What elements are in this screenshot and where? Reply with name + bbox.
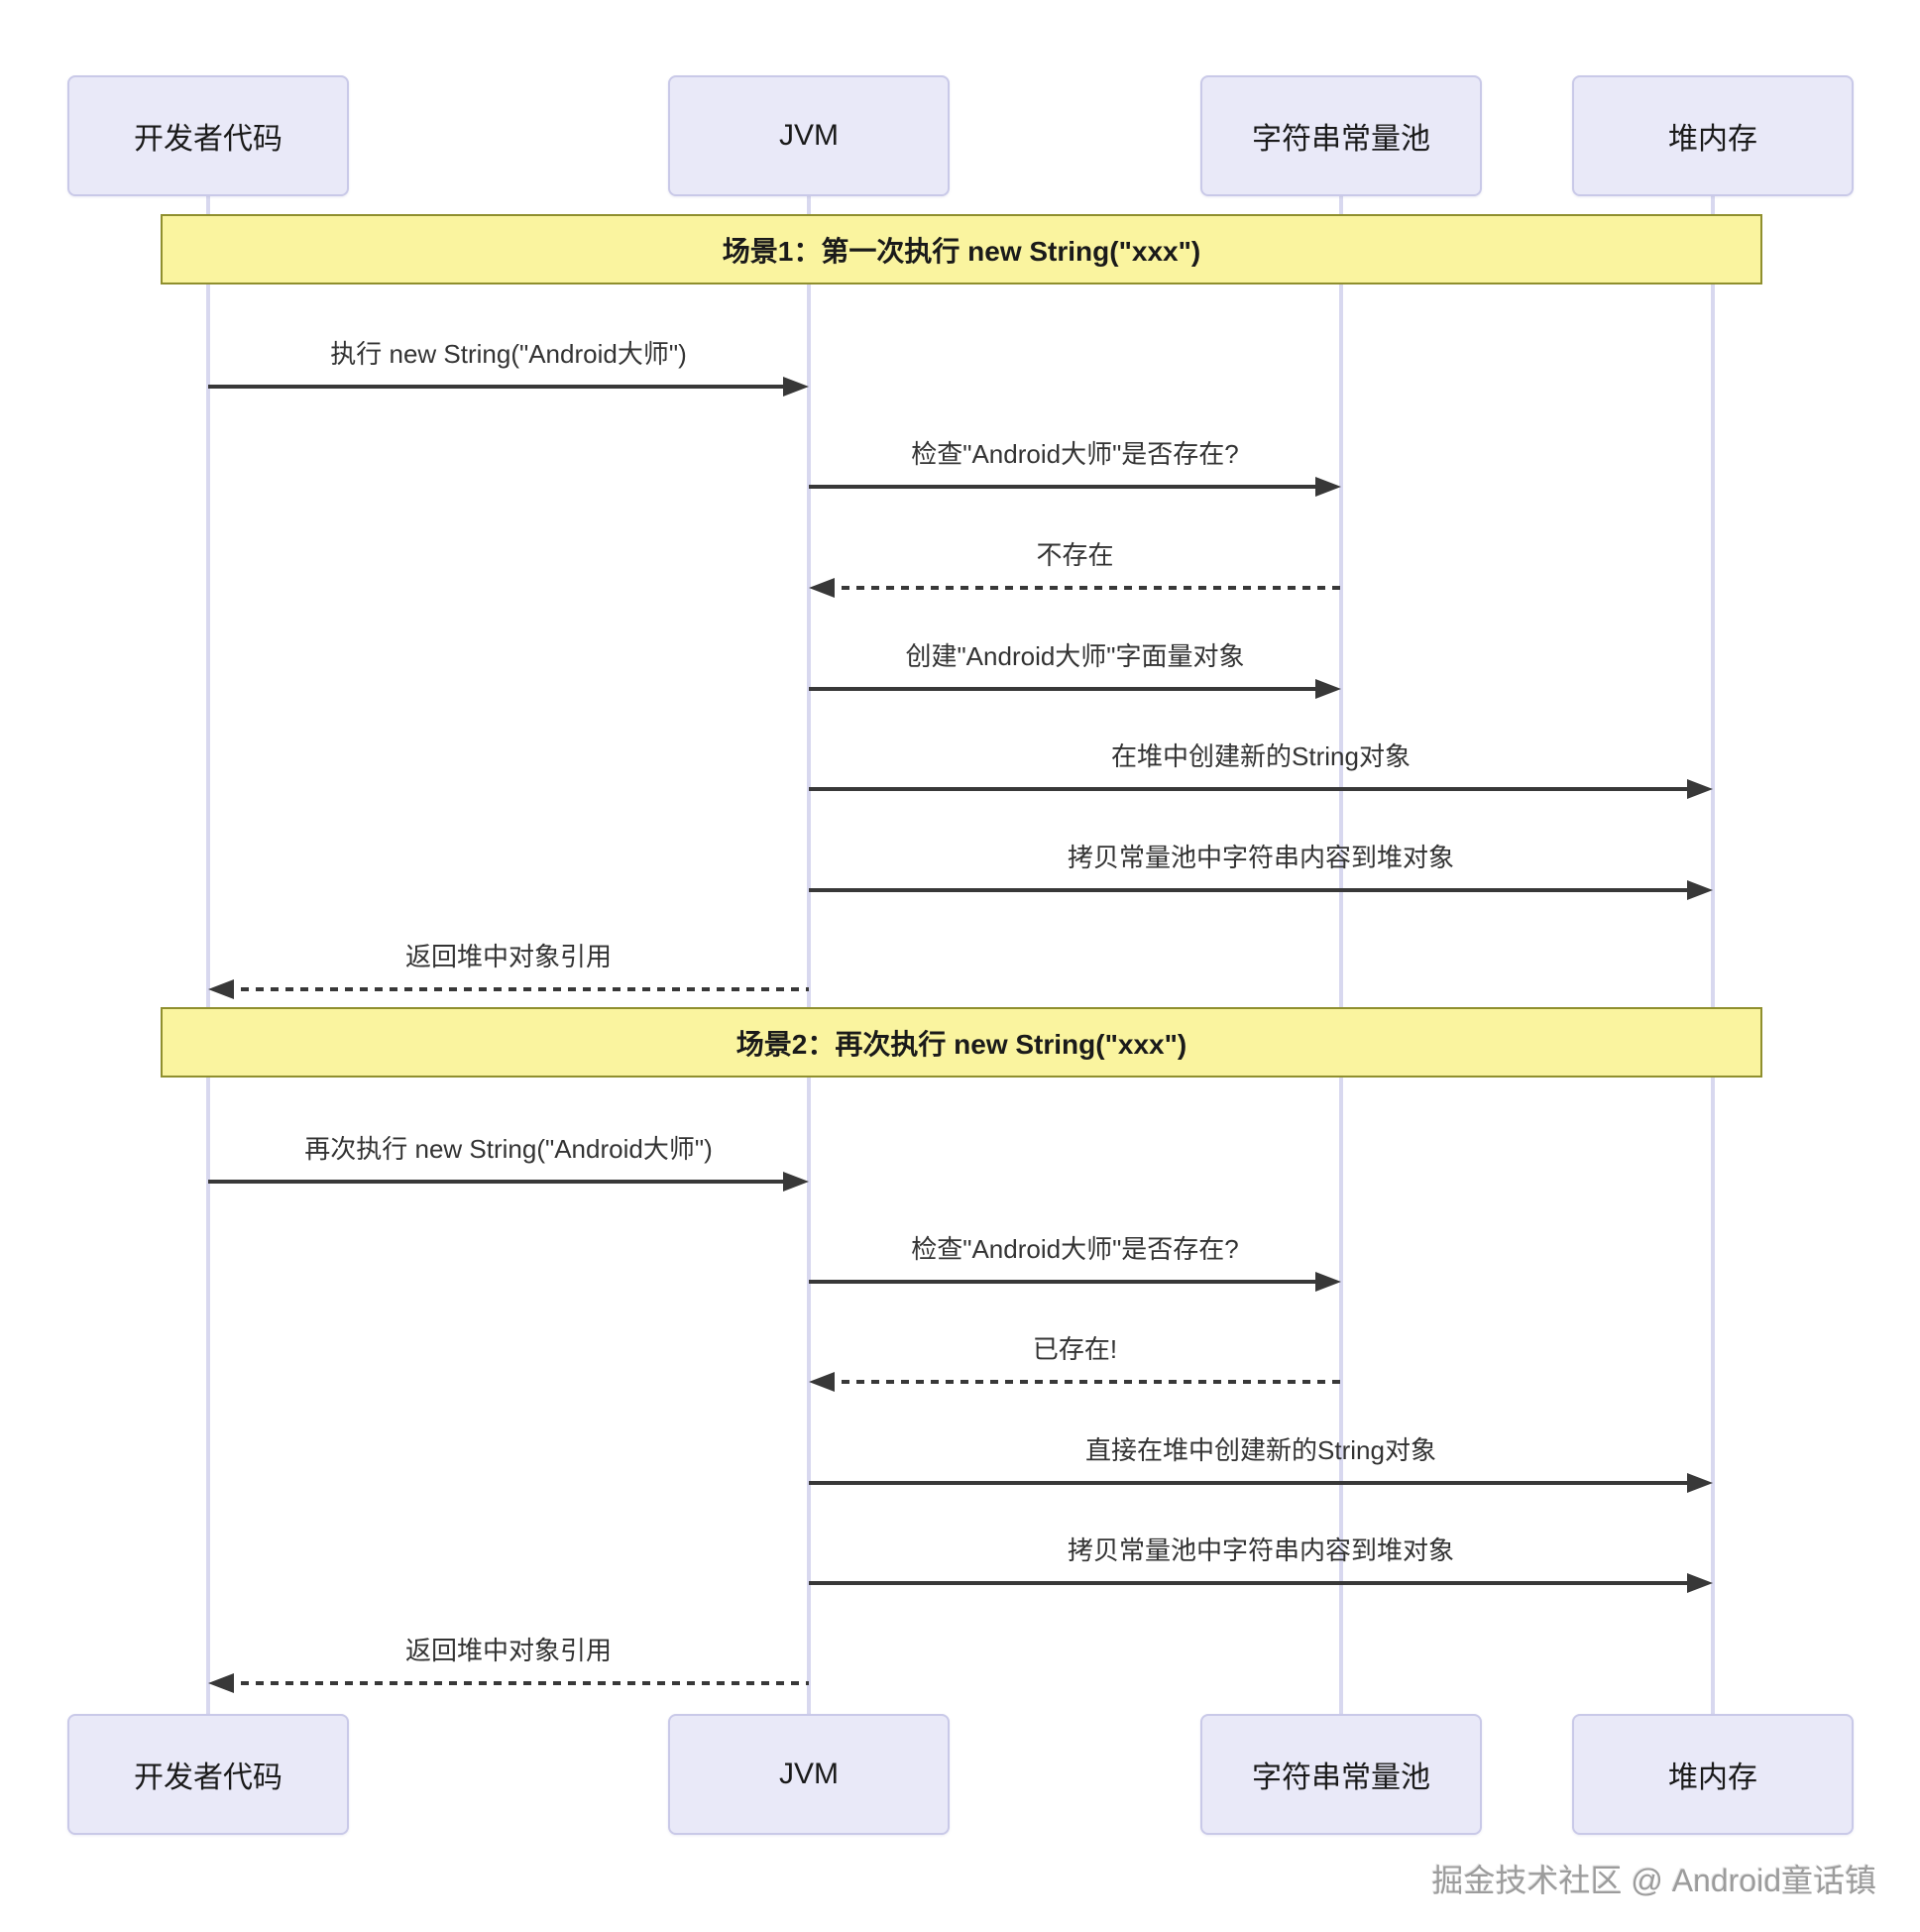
message-8-arrow xyxy=(208,1180,791,1184)
actor-top-string-pool: 字符串常量池 xyxy=(1200,75,1482,196)
arrowhead-left-icon xyxy=(208,1673,234,1693)
arrowhead-left-icon xyxy=(809,1372,835,1392)
actor-label: JVM xyxy=(779,1758,839,1790)
message-12-arrow xyxy=(809,1581,1695,1585)
scenario-title: 场景1：第一次执行 new String("xxx") xyxy=(722,235,1201,267)
message-2-arrow xyxy=(809,485,1323,489)
message-2-label: 检查"Android大师"是否存在? xyxy=(911,439,1239,469)
arrowhead-right-icon xyxy=(783,377,809,397)
arrowhead-left-icon xyxy=(809,578,835,598)
actor-label: 堆内存 xyxy=(1668,123,1757,156)
message-3-label: 不存在 xyxy=(1036,540,1114,570)
actor-label: 堆内存 xyxy=(1668,1762,1757,1794)
actor-top-developer-code: 开发者代码 xyxy=(67,75,349,196)
message-13-label: 返回堆中对象引用 xyxy=(404,1636,612,1665)
actor-label: JVM xyxy=(779,119,839,152)
message-12-label: 拷贝常量池中字符串内容到堆对象 xyxy=(1067,1535,1454,1565)
message-11-label: 直接在堆中创建新的String对象 xyxy=(1085,1435,1436,1465)
lifeline-developer-code xyxy=(206,194,210,1716)
message-6-label: 拷贝常量池中字符串内容到堆对象 xyxy=(1067,843,1454,872)
actor-top-heap: 堆内存 xyxy=(1572,75,1854,196)
lifeline-jvm xyxy=(807,194,811,1716)
scenario-band-1: 场景1：第一次执行 new String("xxx") xyxy=(161,214,1762,284)
lifeline-string-pool xyxy=(1339,194,1343,1716)
actor-bottom-jvm: JVM xyxy=(668,1714,950,1835)
message-10-label: 已存在! xyxy=(1032,1334,1118,1364)
message-3-arrow xyxy=(827,586,1341,590)
message-5-label: 在堆中创建新的String对象 xyxy=(1111,741,1411,771)
actor-bottom-developer-code: 开发者代码 xyxy=(67,1714,349,1835)
message-1-label: 执行 new String("Android大师") xyxy=(330,339,687,369)
message-7-arrow xyxy=(226,987,809,991)
arrowhead-right-icon xyxy=(1315,477,1341,497)
scenario-title: 场景2：再次执行 new String("xxx") xyxy=(735,1028,1187,1060)
message-6-arrow xyxy=(809,888,1695,892)
arrowhead-right-icon xyxy=(1687,1473,1713,1493)
message-9-arrow xyxy=(809,1280,1323,1284)
message-4-label: 创建"Android大师"字面量对象 xyxy=(905,641,1245,671)
message-13-arrow xyxy=(226,1681,809,1685)
message-11-arrow xyxy=(809,1481,1695,1485)
arrowhead-left-icon xyxy=(208,979,234,999)
arrowhead-right-icon xyxy=(1687,1573,1713,1593)
message-5-arrow xyxy=(809,787,1695,791)
message-4-arrow xyxy=(809,687,1323,691)
actor-label: 开发者代码 xyxy=(134,1762,282,1794)
arrowhead-right-icon xyxy=(783,1172,809,1192)
actor-label: 字符串常量池 xyxy=(1252,123,1430,156)
message-10-arrow xyxy=(827,1380,1341,1384)
actor-bottom-heap: 堆内存 xyxy=(1572,1714,1854,1835)
arrowhead-right-icon xyxy=(1687,880,1713,900)
message-8-label: 再次执行 new String("Android大师") xyxy=(304,1134,713,1164)
arrowhead-right-icon xyxy=(1687,779,1713,799)
message-1-arrow xyxy=(208,385,791,389)
message-7-label: 返回堆中对象引用 xyxy=(404,942,612,971)
watermark: 掘金技术社区 @ Android童话镇 xyxy=(1431,1863,1876,1898)
arrowhead-right-icon xyxy=(1315,1272,1341,1292)
actor-bottom-string-pool: 字符串常量池 xyxy=(1200,1714,1482,1835)
actor-top-jvm: JVM xyxy=(668,75,950,196)
arrowhead-right-icon xyxy=(1315,679,1341,699)
actor-label: 开发者代码 xyxy=(134,123,282,156)
message-9-label: 检查"Android大师"是否存在? xyxy=(911,1234,1239,1264)
lifeline-heap xyxy=(1711,194,1715,1716)
scenario-band-2: 场景2：再次执行 new String("xxx") xyxy=(161,1007,1762,1078)
actor-label: 字符串常量池 xyxy=(1252,1762,1430,1794)
